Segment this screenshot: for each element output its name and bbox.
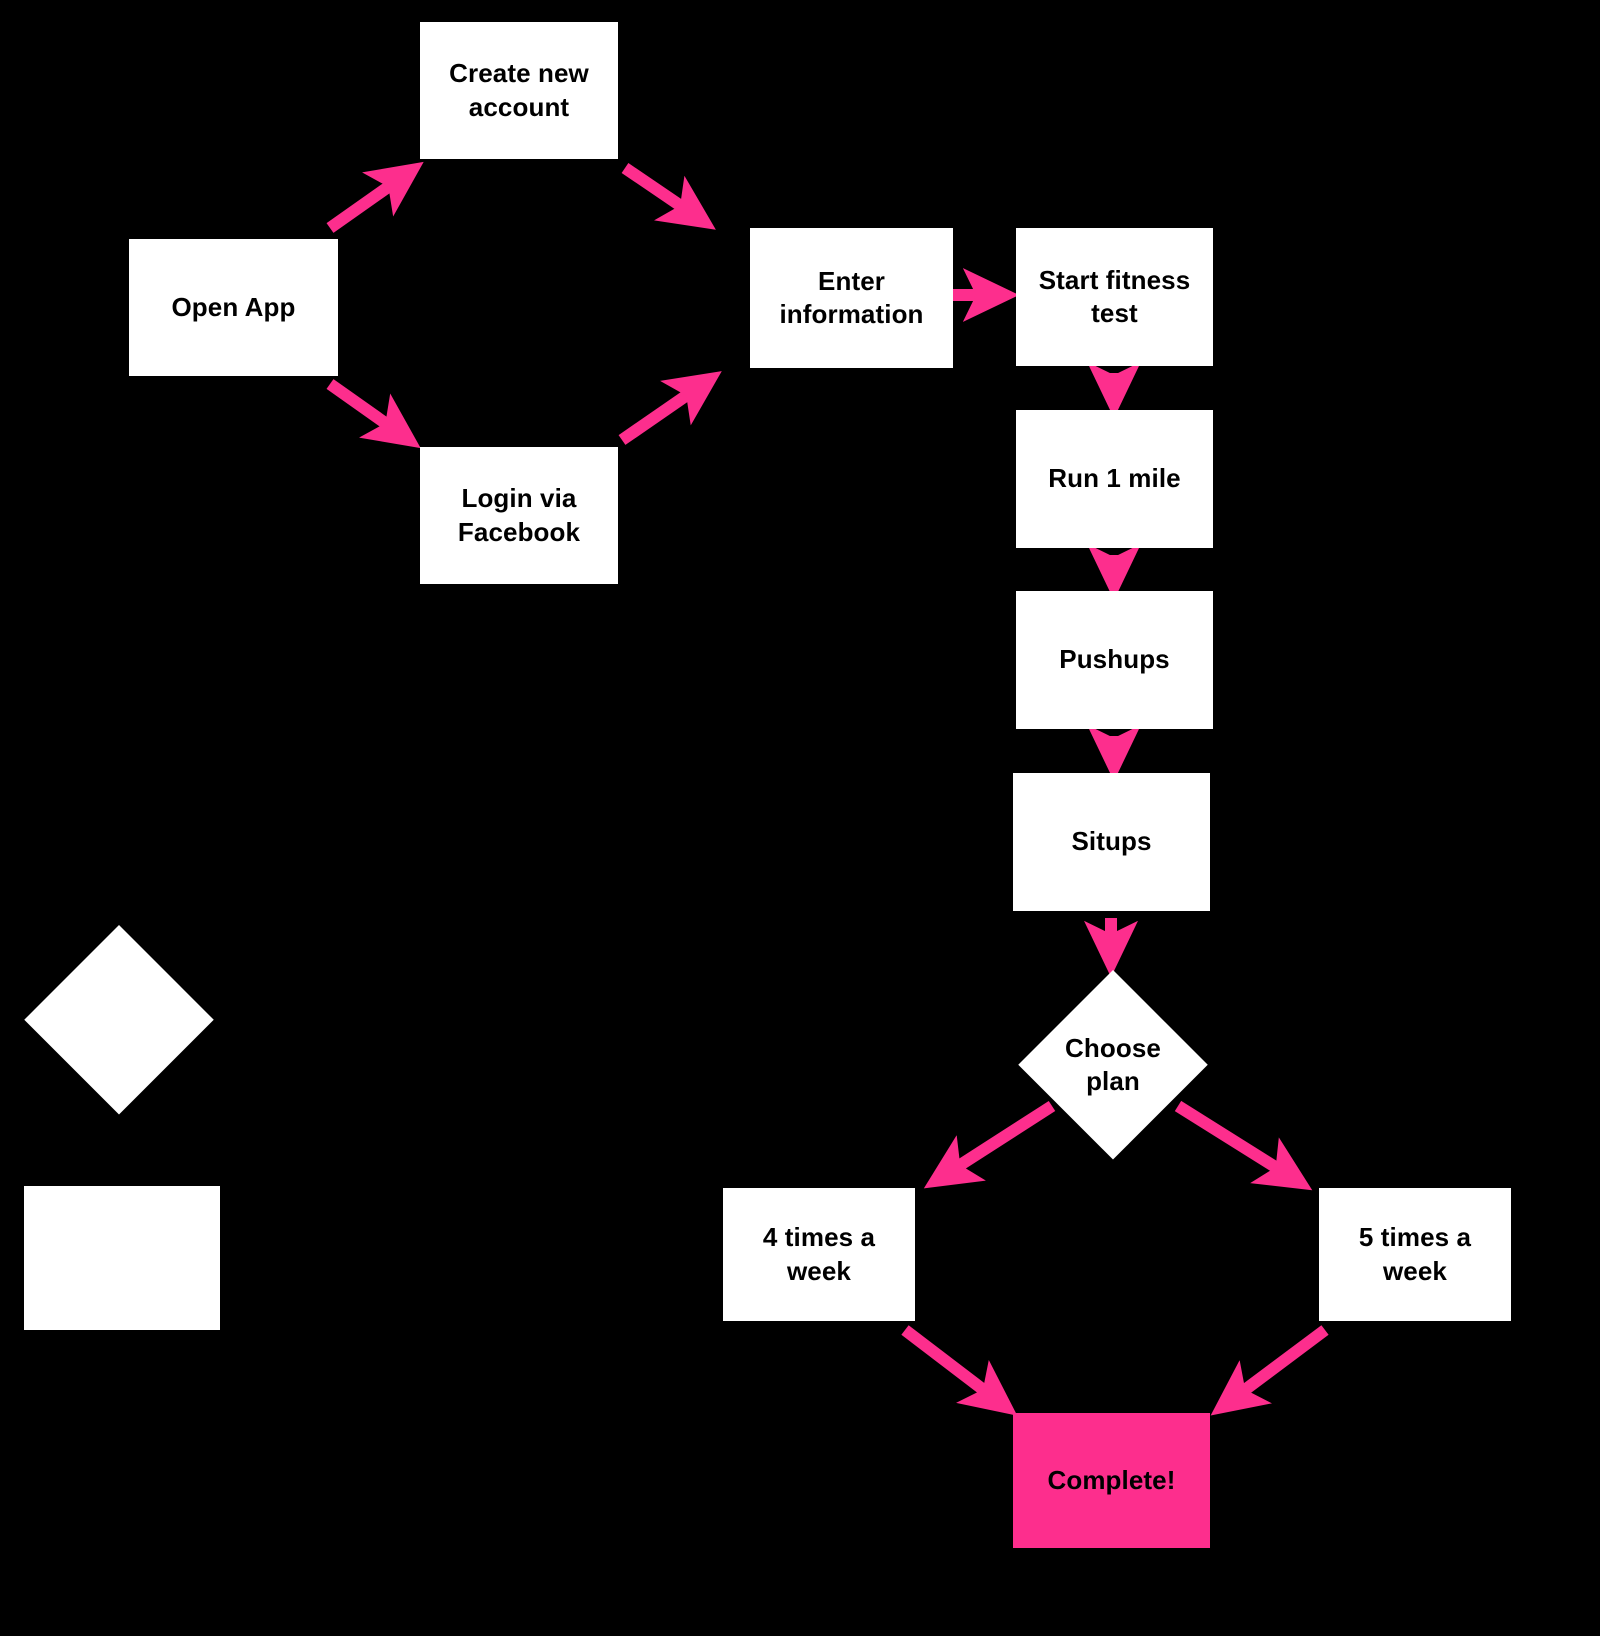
node-four-times-a-week-label: 4 times a week (762, 1222, 876, 1286)
node-run-1-mile[interactable]: Run 1 mile (1016, 410, 1213, 548)
node-four-times-a-week[interactable]: 4 times a week (723, 1188, 915, 1321)
node-start-fitness-test-label: Start fitness test (1038, 264, 1191, 328)
edge-login-facebook-to-enter-info (618, 371, 722, 445)
legend-process-shape[interactable] (24, 1186, 220, 1330)
node-choose-plan[interactable]: Choose plan (1018, 970, 1208, 1160)
node-start-fitness-test[interactable]: Start fitness test (1016, 228, 1213, 366)
edge-four-times-to-complete (901, 1325, 1018, 1416)
node-login-facebook[interactable]: Login via Facebook (420, 447, 618, 584)
node-complete[interactable]: Complete! (1013, 1413, 1210, 1548)
node-create-account-label: Create new account (449, 58, 589, 122)
edge-open-app-to-login-facebook (326, 379, 421, 449)
node-run-1-mile-label: Run 1 mile (1048, 463, 1181, 494)
node-five-times-a-week-label: 5 times a week (1358, 1222, 1472, 1286)
node-enter-info[interactable]: Enter information (750, 228, 953, 368)
edge-create-account-to-enter-info (621, 163, 716, 230)
legend-decision-shape[interactable] (24, 925, 214, 1115)
edge-five-times-to-complete (1210, 1325, 1329, 1416)
node-five-times-a-week[interactable]: 5 times a week (1319, 1188, 1511, 1321)
node-create-account[interactable]: Create new account (420, 22, 618, 159)
node-pushups[interactable]: Pushups (1016, 591, 1213, 729)
node-choose-plan-label: Choose plan (1065, 1032, 1161, 1096)
node-situps-label: Situps (1071, 826, 1152, 857)
edge-open-app-to-create-account (326, 161, 424, 233)
node-open-app[interactable]: Open App (129, 239, 338, 376)
node-login-facebook-label: Login via Facebook (457, 483, 581, 547)
node-open-app-label: Open App (171, 291, 296, 322)
diamond-shape (24, 925, 214, 1115)
node-situps[interactable]: Situps (1013, 773, 1210, 911)
node-enter-info-label: Enter information (779, 265, 924, 329)
node-pushups-label: Pushups (1059, 644, 1170, 675)
node-complete-label: Complete! (1047, 1464, 1176, 1495)
